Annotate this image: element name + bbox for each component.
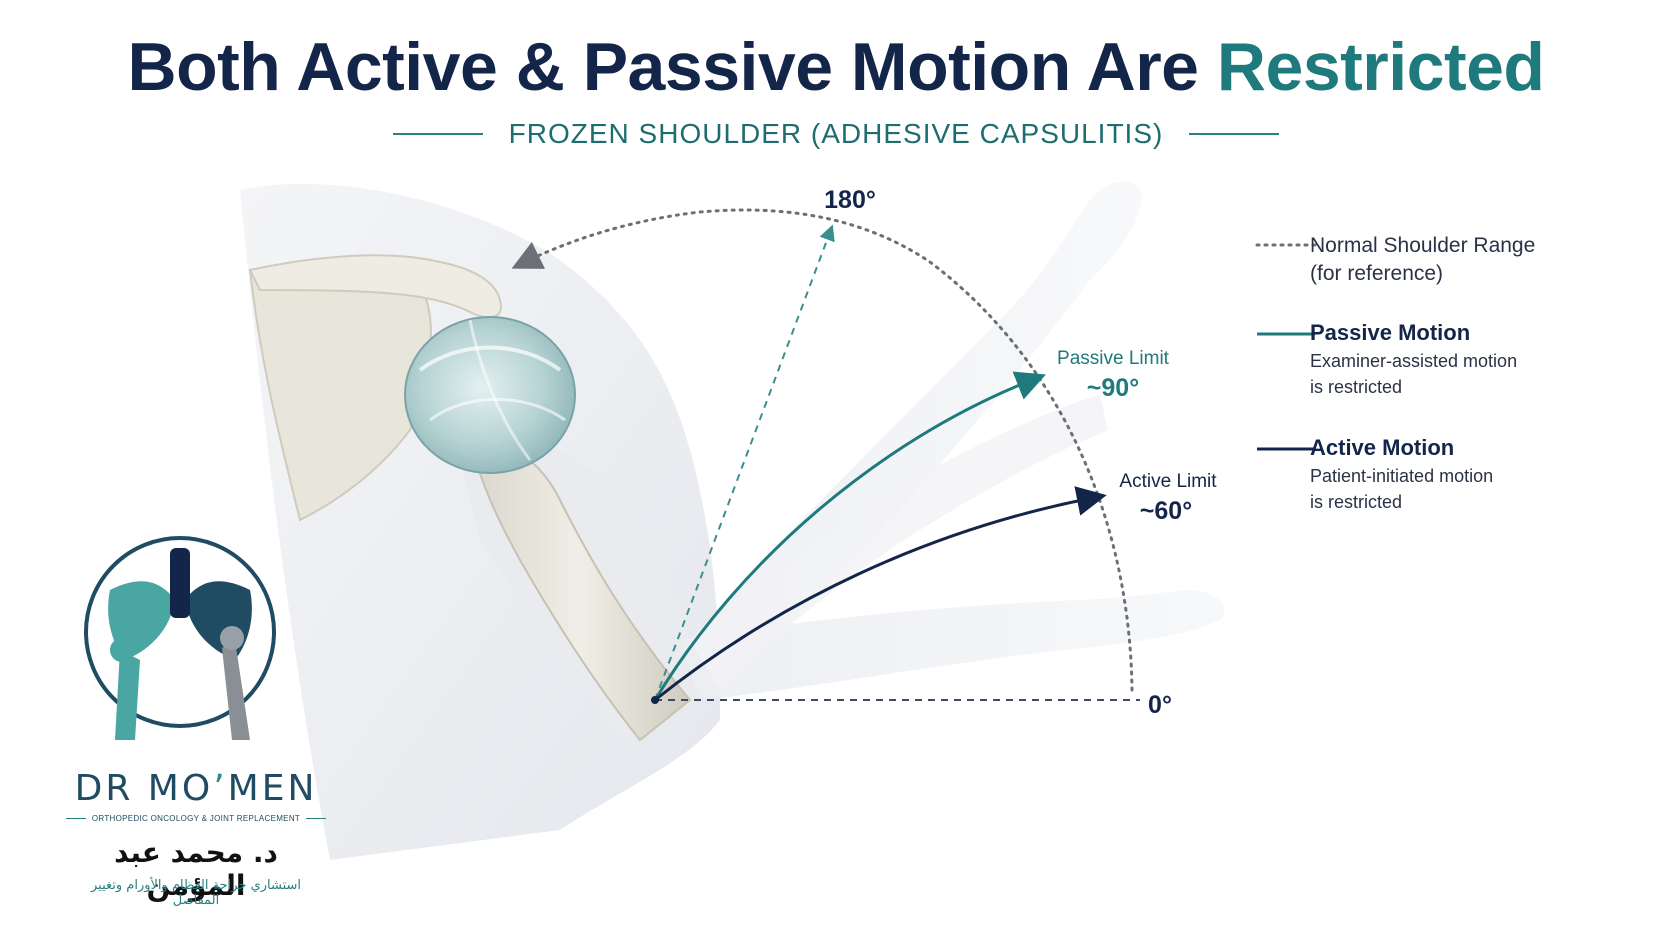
legend-passive-desc-1: Examiner-assisted motion [1310,351,1518,371]
legend-passive-title: Passive Motion [1310,320,1471,345]
legend-normal-desc: (for reference) [1310,262,1444,285]
legend-active-title: Active Motion [1310,435,1455,460]
active-motion-arc [654,486,1107,702]
page-subtitle: FROZEN SHOULDER (ADHESIVE CAPSULITIS) [508,118,1164,149]
logo-emblem [84,536,276,740]
brand-name-a: DR MO [74,768,214,809]
legend-normal: Normal Shoulder Range (for reference) [1310,232,1660,288]
legend-normal-swatch [1255,243,1317,247]
arabic-doctor-subtitle: استشاري جراحة العظام والأورام وتغيير الم… [90,878,302,908]
passive-motion-arc [653,371,1046,701]
joint-capsule [404,316,576,474]
tagline-left-rule [66,818,86,819]
title-accent: Restricted [1216,29,1545,105]
passive-limit-label: Passive Limit [1057,348,1170,369]
humerus-bone [468,438,692,742]
legend-normal-title: Normal Shoulder Range [1310,234,1536,257]
legend-active-swatch [1257,447,1315,451]
brand-tagline: ORTHOPEDIC ONCOLOGY & JOINT REPLACEMENT [91,814,301,823]
brand-name-c: MEN [227,768,318,809]
subtitle-right-rule [1189,133,1280,135]
pelvis-right-icon [185,581,252,660]
brand-tagline-row: ORTHOPEDIC ONCOLOGY & JOINT REPLACEMENT [66,814,326,823]
legend-active: Active Motion Patient-initiated motion i… [1310,433,1660,515]
tagline-right-rule [306,818,326,819]
legend-passive-desc-2: is restricted [1310,377,1403,397]
femur-left-icon [115,650,140,740]
brand-name: DR MO’MEN [66,768,326,809]
legend-active-desc-2: is restricted [1310,492,1403,512]
active-limit-label: Active Limit [1119,471,1217,492]
capsule-ligament [418,345,562,372]
page-title: Both Active & Passive Motion Are Restric… [0,28,1672,106]
ghost-arm-middle [690,395,1108,690]
pivot-point [651,696,659,704]
implant-right-icon [222,640,250,740]
legend-passive: Passive Motion Examiner-assisted motion … [1310,318,1660,400]
arabic-doctor-name: د. محمد عبد المؤمن [114,836,278,902]
spine-icon [170,548,190,618]
legend-passive-swatch [1257,332,1315,336]
legend-active-desc-1: Patient-initiated motion [1310,466,1494,486]
ghost-arm-horizontal [680,590,1225,700]
capsule-ligament [429,397,566,422]
subtitle-row: FROZEN SHOULDER (ADHESIVE CAPSULITIS) [0,118,1672,150]
brand-name-apostrophe: ’ [213,768,228,809]
vertical-reference-dashed-line [654,224,835,701]
angle-180-label: 180° [824,186,876,214]
clavicle-bone [248,254,502,319]
subtitle-left-rule [392,133,483,135]
capsule-ligament [468,319,532,461]
title-main: Both Active & Passive Motion Are [127,29,1199,105]
angle-0-label: 0° [1148,691,1172,719]
active-limit-value: ~60° [1140,497,1192,525]
passive-limit-value: ~90° [1087,374,1139,402]
